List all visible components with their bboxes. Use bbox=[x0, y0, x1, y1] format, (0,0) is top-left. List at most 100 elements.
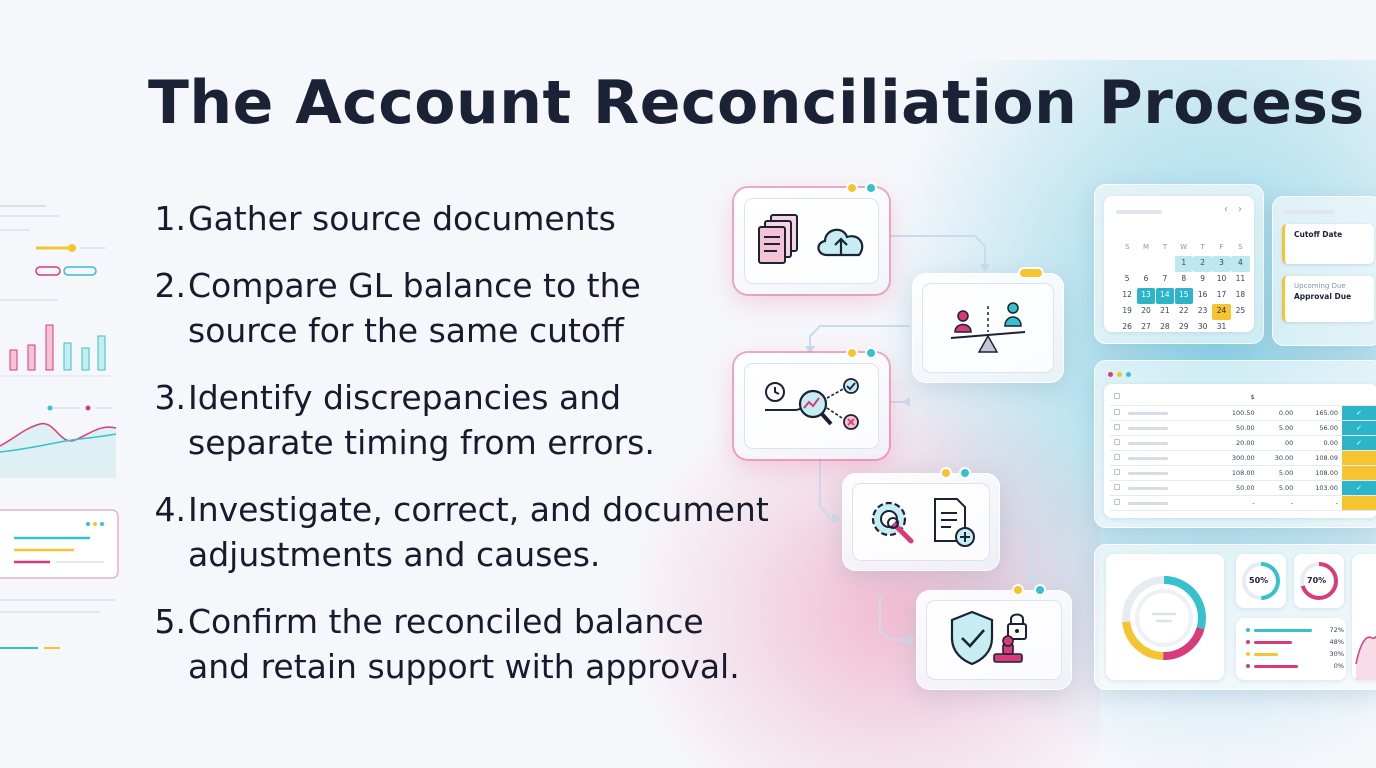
status-dot bbox=[940, 467, 952, 479]
calendar-day[interactable]: 20 bbox=[1141, 306, 1151, 315]
row-checkbox[interactable] bbox=[1114, 423, 1120, 430]
row-checkbox[interactable] bbox=[1114, 498, 1120, 505]
status-dot bbox=[865, 182, 877, 194]
step-item: 5. Confirm the reconciled balance and re… bbox=[150, 599, 830, 689]
calendar-day[interactable]: 10 bbox=[1216, 274, 1227, 283]
documents-icon bbox=[757, 214, 798, 264]
gauge-card-1: 50% bbox=[1236, 554, 1286, 608]
legend-row: 30% bbox=[1246, 650, 1344, 658]
calendar-day[interactable]: 9 bbox=[1200, 274, 1205, 283]
gauge-value-1: 50% bbox=[1249, 576, 1269, 585]
flow-arrows bbox=[805, 235, 1037, 645]
calendar-day[interactable]: 26 bbox=[1122, 322, 1132, 331]
calendar-day[interactable]: 2 bbox=[1193, 256, 1212, 272]
cell-amount: 20.00 bbox=[1214, 435, 1259, 451]
legend-dot bbox=[1246, 652, 1250, 656]
row-status-cell bbox=[1342, 450, 1376, 466]
calendar-day[interactable]: 30 bbox=[1197, 322, 1208, 331]
calendar-day[interactable]: 3 bbox=[1212, 256, 1231, 272]
calendar-day[interactable]: 17 bbox=[1216, 290, 1227, 299]
window-dot-teal bbox=[1126, 372, 1131, 377]
calendar-day[interactable]: 19 bbox=[1122, 306, 1132, 315]
upcoming-due-label: Upcoming Due bbox=[1294, 282, 1346, 290]
row-checkbox[interactable] bbox=[1114, 453, 1120, 460]
deadline-panel: Cutoff Date Upcoming Due Approval Due bbox=[1272, 196, 1376, 346]
select-all-checkbox[interactable] bbox=[1114, 393, 1120, 400]
calendar-week-row: 5 6 7 8 9 10 11 bbox=[1118, 272, 1250, 288]
donut-chart bbox=[1122, 576, 1206, 660]
side-area-chart bbox=[1355, 635, 1376, 680]
calendar-day[interactable]: 25 bbox=[1235, 306, 1246, 315]
row-status-cell bbox=[1342, 465, 1376, 481]
calendar-day[interactable]: 7 bbox=[1162, 274, 1168, 283]
calendar-day[interactable]: 6 bbox=[1143, 274, 1149, 283]
calendar-day[interactable]: 12 bbox=[1122, 290, 1132, 299]
step-text: adjustments and causes. bbox=[188, 535, 601, 574]
step-text: and retain support with approval. bbox=[188, 647, 740, 686]
prev-month-icon[interactable]: ‹ bbox=[1224, 204, 1228, 215]
calendar-day[interactable]: 13 bbox=[1136, 288, 1156, 304]
calendar-day[interactable]: 23 bbox=[1197, 306, 1208, 315]
calendar-day[interactable]: 22 bbox=[1178, 306, 1189, 315]
legend-row: 72% bbox=[1246, 626, 1344, 634]
row-status-cell: ✓ bbox=[1342, 405, 1376, 421]
calendar-day[interactable]: 15 bbox=[1174, 288, 1193, 304]
step-number: 3. bbox=[154, 378, 187, 417]
calendar-day[interactable]: 28 bbox=[1160, 322, 1170, 331]
gear-wrench-icon bbox=[871, 501, 914, 544]
legend-dot bbox=[1246, 640, 1250, 644]
calendar-day[interactable]: 18 bbox=[1235, 290, 1246, 299]
status-dot bbox=[846, 182, 858, 194]
row-checkbox[interactable] bbox=[1114, 408, 1120, 415]
calendar-day[interactable]: 1 bbox=[1174, 256, 1193, 272]
legend-dot bbox=[1246, 628, 1250, 632]
table-row[interactable]: --- bbox=[1110, 495, 1376, 511]
amount-column-header: $ bbox=[1214, 390, 1259, 406]
legend-bar bbox=[1254, 640, 1293, 644]
row-checkbox[interactable] bbox=[1114, 483, 1120, 490]
row-checkbox[interactable] bbox=[1114, 438, 1120, 445]
flow-step-identify bbox=[734, 347, 889, 459]
process-flow bbox=[720, 176, 1090, 696]
next-month-icon[interactable]: › bbox=[1238, 204, 1242, 215]
cell-adjustment: - bbox=[1258, 495, 1298, 511]
legend-value: 48% bbox=[1329, 638, 1344, 646]
calendar-day[interactable]: 31 bbox=[1216, 322, 1227, 331]
analytics-panel: 50% 70% 72%48%30%0% bbox=[1094, 544, 1376, 690]
flow-step-confirm bbox=[916, 584, 1072, 690]
cell-balance: 108.09 bbox=[1297, 450, 1342, 466]
legend-card: 72%48%30%0% bbox=[1236, 618, 1346, 680]
side-chart-card bbox=[1352, 554, 1376, 680]
mini-card bbox=[0, 509, 119, 579]
calendar-day[interactable]: 5 bbox=[1124, 274, 1130, 283]
legend-bar bbox=[1254, 628, 1312, 632]
calendar-day[interactable]: 21 bbox=[1160, 306, 1170, 315]
window-dot-yellow bbox=[1117, 372, 1122, 377]
calendar-day[interactable]: 14 bbox=[1155, 288, 1175, 304]
legend-bar bbox=[1254, 652, 1278, 656]
calendar-day[interactable]: 4 bbox=[1231, 256, 1250, 272]
calendar-day[interactable]: 16 bbox=[1197, 290, 1208, 299]
calendar-day[interactable]: 8 bbox=[1181, 274, 1187, 283]
approval-due-note[interactable]: Upcoming Due Approval Due bbox=[1282, 276, 1374, 322]
calendar-week-row: 19 20 21 22 23 24 25 bbox=[1118, 304, 1250, 320]
cell-balance: 56.00 bbox=[1297, 420, 1342, 436]
cell-balance: 0.00 bbox=[1297, 435, 1342, 451]
calendar-day[interactable]: 11 bbox=[1235, 274, 1246, 283]
calendar-day[interactable]: 29 bbox=[1178, 322, 1189, 331]
calendar-day[interactable]: 27 bbox=[1141, 322, 1151, 331]
row-checkbox[interactable] bbox=[1114, 468, 1120, 475]
cutoff-date-note[interactable]: Cutoff Date bbox=[1282, 224, 1374, 264]
calendar-empty-cell bbox=[1118, 256, 1136, 272]
calendar-day[interactable]: 24 bbox=[1212, 304, 1231, 320]
